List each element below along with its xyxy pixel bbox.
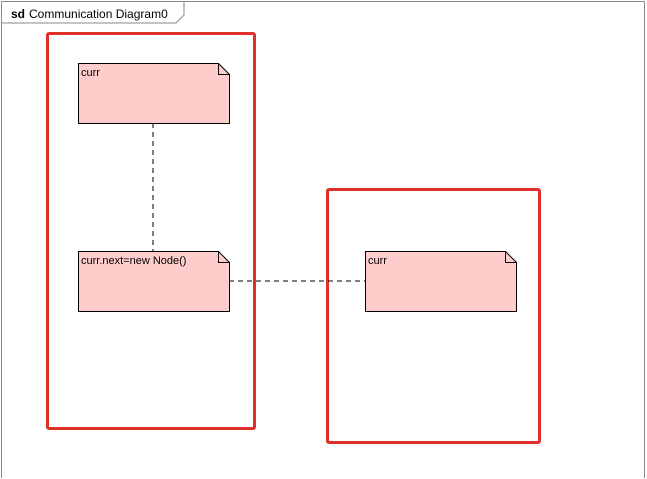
note-curr-next-assignment[interactable]: curr.next=new Node() bbox=[78, 251, 230, 312]
left-region[interactable] bbox=[46, 32, 256, 430]
frame-tab-outline bbox=[1, 1, 185, 24]
right-region[interactable] bbox=[326, 188, 541, 444]
note-curr-new[interactable]: curr bbox=[365, 251, 517, 312]
frame-name: Communication Diagram0 bbox=[29, 7, 168, 21]
note-shape bbox=[78, 63, 230, 124]
frame-keyword: sd bbox=[11, 7, 26, 21]
note-label: curr bbox=[81, 67, 100, 79]
note-label: curr.next=new Node() bbox=[81, 255, 187, 267]
note-shape bbox=[78, 251, 230, 312]
note-label: curr bbox=[368, 255, 387, 267]
note-shape bbox=[365, 251, 517, 312]
note-curr[interactable]: curr bbox=[78, 63, 230, 124]
